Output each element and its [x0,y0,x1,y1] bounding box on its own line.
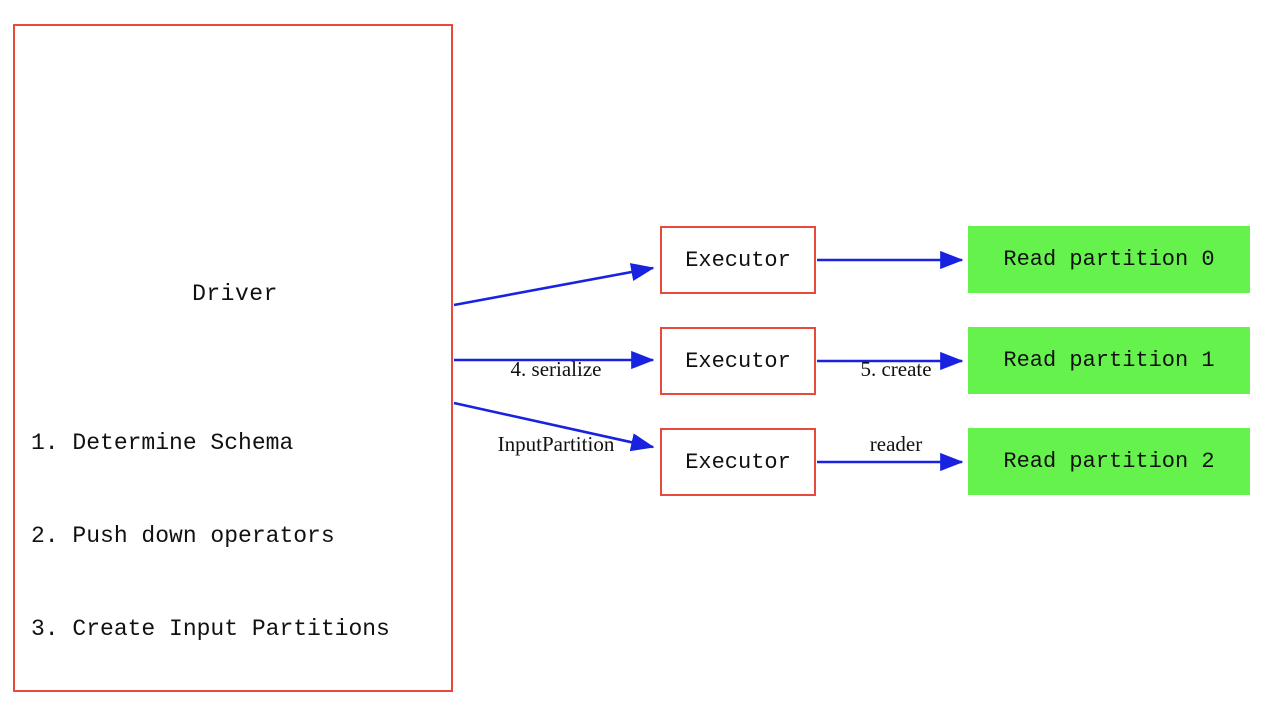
edge-label-serialize: 4. serialize InputPartition [466,307,646,507]
executor-box-2: Executor [660,428,816,496]
arrow-driver-to-executor-0 [453,263,655,307]
edge-label-create-reader-line-2: reader [869,432,923,456]
edge-label-create-reader-line-1: 5. create [860,357,932,381]
driver-box: Driver 1. Determine Schema 2. Push down … [13,24,453,692]
read-partition-label-2: Read partition 2 [1003,449,1215,474]
read-partition-label-1: Read partition 1 [1003,348,1215,373]
driver-step-3: 3. Create Input Partitions [31,616,390,642]
read-partition-box-1: Read partition 1 [968,327,1250,394]
edge-label-serialize-line-2: InputPartition [497,432,615,456]
read-partition-label-0: Read partition 0 [1003,247,1215,272]
executor-label-1: Executor [685,348,791,374]
edge-label-serialize-line-1: 4. serialize [510,357,602,381]
executor-label-2: Executor [685,449,791,475]
read-partition-box-2: Read partition 2 [968,428,1250,495]
executor-box-1: Executor [660,327,816,395]
executor-label-0: Executor [685,247,791,273]
read-partition-box-0: Read partition 0 [968,226,1250,293]
driver-step-1: 1. Determine Schema [31,430,294,456]
edge-label-create-reader: 5. create reader [826,307,966,507]
driver-step-2: 2. Push down operators [31,523,335,549]
driver-title: Driver [192,281,278,307]
executor-box-0: Executor [660,226,816,294]
driver-steps-list: 1. Determine Schema 2. Push down operato… [31,366,390,707]
